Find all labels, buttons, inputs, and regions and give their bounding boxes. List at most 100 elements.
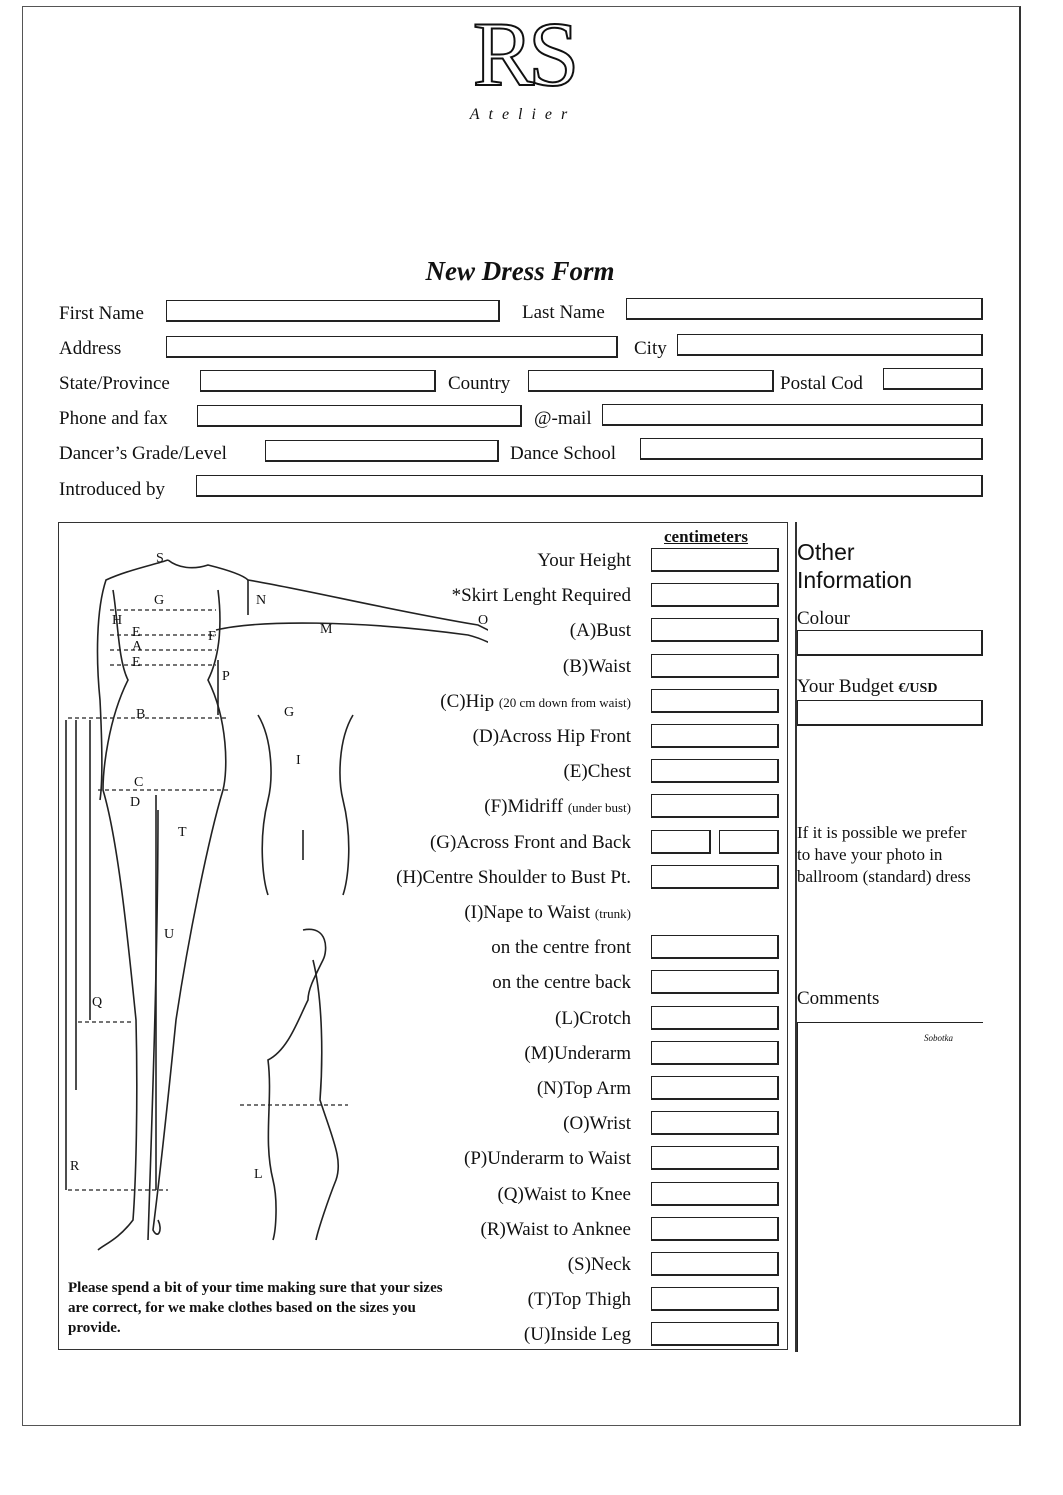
svg-text:Q: Q <box>92 995 102 1010</box>
svg-text:R: R <box>70 1159 80 1174</box>
measurement-label: *Skirt Lenght Required <box>452 585 631 607</box>
svg-text:F: F <box>208 629 216 644</box>
svg-text:O: O <box>478 613 488 628</box>
city-label: City <box>634 338 667 359</box>
section-divider <box>795 522 797 1352</box>
svg-text:L: L <box>254 1167 263 1182</box>
measurement-label-text: (U)Inside Leg <box>523 1324 631 1346</box>
grade-field[interactable] <box>265 440 499 462</box>
address-field[interactable] <box>166 336 618 358</box>
budget-label-text: Your Budget <box>797 676 894 697</box>
measurement-field[interactable] <box>651 1076 779 1100</box>
comments-label: Comments <box>797 988 880 1009</box>
measurement-field[interactable] <box>651 1005 779 1030</box>
introduced-label: Introduced by <box>59 479 166 500</box>
country-field[interactable] <box>528 370 774 392</box>
svg-text:N: N <box>256 593 266 608</box>
form-title: New Dress Form <box>425 256 615 286</box>
measurement-field[interactable] <box>651 583 779 608</box>
measurement-field[interactable] <box>651 1287 779 1312</box>
colour-field[interactable] <box>797 630 983 656</box>
svg-text:G: G <box>154 593 164 608</box>
school-field[interactable] <box>640 438 983 460</box>
svg-text:A: A <box>132 639 143 654</box>
svg-text:D: D <box>130 795 140 810</box>
measurement-field[interactable] <box>651 548 779 572</box>
budget-label: Your Budget €/USD <box>797 676 937 700</box>
measurement-field-back[interactable] <box>719 829 779 854</box>
postal-field[interactable] <box>883 368 983 390</box>
measurement-label: (N)Top Arm <box>537 1078 631 1100</box>
measurement-field[interactable] <box>651 1322 779 1347</box>
measurement-label-text: (F)Midriff <box>484 796 564 818</box>
city-field[interactable] <box>677 334 983 356</box>
svg-text:G: G <box>284 705 294 720</box>
phone-field[interactable] <box>197 405 522 427</box>
measurement-label: (A)Bust <box>570 620 631 642</box>
measurement-label-text: (S)Neck <box>567 1254 631 1275</box>
state-field[interactable] <box>200 370 436 392</box>
measurement-field[interactable] <box>651 1216 779 1241</box>
introduced-field[interactable] <box>196 475 983 497</box>
measurement-label: (Q)Waist to Knee <box>497 1184 631 1206</box>
measurement-field[interactable] <box>651 759 779 784</box>
measurement-field[interactable] <box>651 618 779 643</box>
measurement-field[interactable] <box>651 935 779 960</box>
postal-label: Postal Cod <box>780 373 863 394</box>
svg-text:H: H <box>112 613 122 628</box>
budget-field[interactable] <box>797 700 983 726</box>
measurement-label-text: on the centre front <box>491 937 631 959</box>
measurement-label-text: (L)Crotch <box>555 1007 631 1029</box>
measurement-label-note: (20 cm down from waist) <box>498 694 631 710</box>
budget-unit: €/USD <box>898 681 938 696</box>
state-label: State/Province <box>59 373 170 394</box>
measurement-label-text: (Q)Waist to Knee <box>497 1183 631 1205</box>
measurement-label: (M)Underarm <box>524 1043 631 1065</box>
school-label: Dance School <box>510 443 617 464</box>
last-name-label: Last Name <box>522 302 605 323</box>
measurement-field[interactable] <box>651 653 779 678</box>
svg-text:C: C <box>134 775 143 790</box>
email-field[interactable] <box>602 404 983 426</box>
first-name-label: First Name <box>59 303 144 324</box>
colour-label: Colour <box>797 608 850 629</box>
measurement-field[interactable] <box>651 1252 779 1276</box>
measurement-label-text: (P)Underarm to Waist <box>464 1148 631 1170</box>
measurement-label-text: (H)Centre Shoulder to Bust Pt. <box>396 866 631 888</box>
measurement-label-text: (I)Nape to Waist <box>464 902 591 923</box>
last-name-field[interactable] <box>626 298 983 320</box>
measurement-label: (F)Midriff (under bust) <box>484 796 631 819</box>
first-name-field[interactable] <box>166 300 500 322</box>
measurement-field[interactable] <box>651 794 779 819</box>
centimeters-header: centimeters <box>664 527 749 546</box>
photo-note: If it is possible we prefer to have your… <box>797 823 971 886</box>
svg-text:I: I <box>296 753 301 768</box>
comments-mark: Sobotka <box>924 1033 953 1043</box>
measurement-field[interactable] <box>651 970 779 995</box>
atelier-subtitle: Atelier <box>469 106 577 123</box>
svg-text:S: S <box>156 551 164 566</box>
measurement-field[interactable] <box>651 1181 779 1206</box>
measurement-field-front[interactable] <box>651 829 711 854</box>
measurement-label: Your Height <box>537 550 631 572</box>
svg-text:P: P <box>222 669 230 684</box>
measurement-field[interactable] <box>651 1040 779 1065</box>
measurement-field[interactable] <box>651 724 779 748</box>
measurement-field[interactable] <box>651 1146 779 1171</box>
svg-text:E: E <box>132 625 141 640</box>
measurement-label: (B)Waist <box>563 656 631 678</box>
measurement-label: (O)Wrist <box>563 1113 631 1135</box>
rs-logo: RS <box>472 3 581 105</box>
comments-field[interactable]: Sobotka <box>797 1022 983 1352</box>
svg-text:M: M <box>320 622 333 637</box>
measurement-field[interactable] <box>651 1111 779 1136</box>
measurement-label: (E)Chest <box>563 761 631 783</box>
body-measurement-diagram: S G H N E A E F M O P B G I C D T U Q R … <box>65 551 488 1251</box>
other-info-title: Other Information <box>797 538 912 594</box>
measurement-label: (T)Top Thigh <box>528 1289 631 1311</box>
measurement-label-note: (trunk) <box>594 906 631 921</box>
svg-text:E: E <box>132 655 141 670</box>
measurement-field[interactable] <box>651 688 779 713</box>
measurement-label-text: (T)Top Thigh <box>527 1289 631 1311</box>
measurement-field[interactable] <box>651 864 779 889</box>
